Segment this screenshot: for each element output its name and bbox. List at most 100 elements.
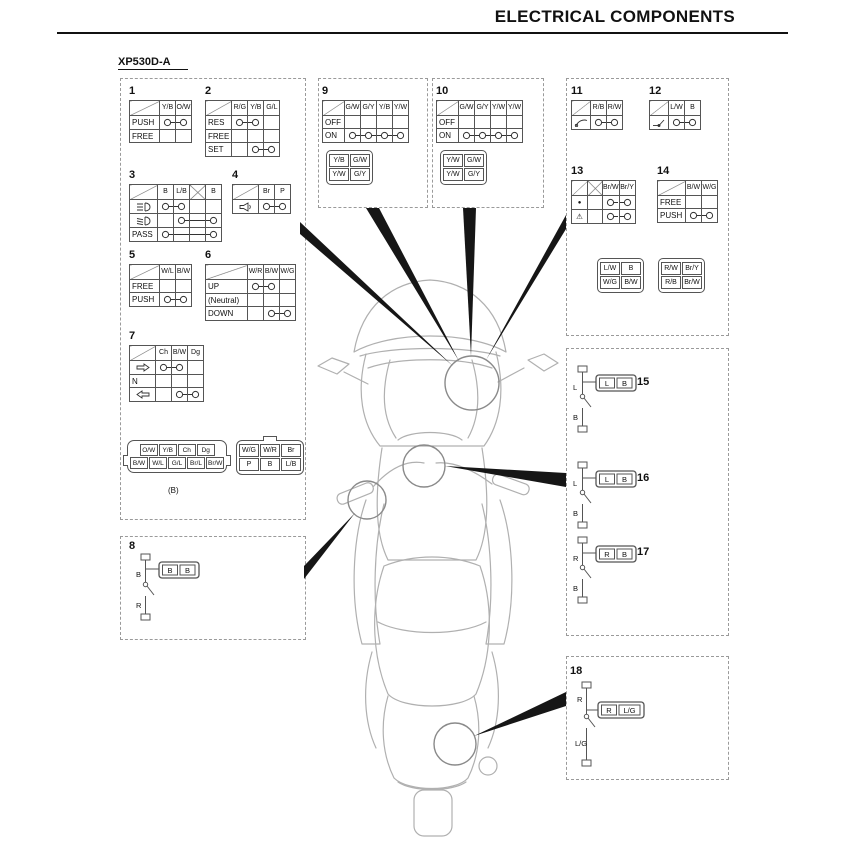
wire-color-header: Br/W <box>602 180 620 196</box>
callout-circle-left-grip <box>347 480 387 520</box>
wire-color-header: B/W <box>171 345 188 361</box>
row-label: PUSH <box>129 115 160 130</box>
continuity-cell <box>231 115 249 130</box>
page-title: ELECTRICAL COMPONENTS <box>494 7 735 26</box>
windscreen <box>353 279 507 353</box>
seat <box>374 556 490 707</box>
wire-color-header: P <box>274 184 291 200</box>
pin-cell: B <box>621 262 641 275</box>
continuity-cell <box>247 142 265 157</box>
wire-color-header: W/L <box>159 264 176 280</box>
continuity-cell <box>187 374 204 388</box>
svg-text:R: R <box>577 695 583 704</box>
front-fairing <box>360 351 502 447</box>
connector-tab <box>123 455 128 466</box>
wire-color-header: Dg <box>187 345 204 361</box>
wire-color-header: W/G <box>279 264 296 280</box>
pin-cell: Br/W <box>206 457 225 469</box>
row-label: OFF <box>322 115 345 129</box>
wire-color-header: B/W <box>685 180 702 196</box>
pin-cell: W/R <box>260 444 280 457</box>
continuity-cell <box>263 306 280 321</box>
diagonal-header-cell <box>571 100 591 116</box>
horn-icon <box>232 199 259 214</box>
pin-cell: B <box>260 458 280 471</box>
wire-color-header: G/L <box>263 100 281 116</box>
continuity-cell <box>279 306 296 321</box>
pin-cell: Br/Y <box>682 262 702 275</box>
pin-cell: Y/W <box>443 168 463 181</box>
continuity-cell <box>155 387 172 402</box>
group-box-18 <box>566 656 729 780</box>
row-label: FREE <box>204 129 233 143</box>
rear-reflector <box>478 756 498 776</box>
group-box-right-top <box>566 78 729 336</box>
continuity-cell <box>175 292 192 307</box>
group-box-10 <box>432 78 544 208</box>
continuity-cell <box>159 279 176 293</box>
wire-color-header: G/Y <box>360 100 377 116</box>
brake-lever-icon <box>571 115 591 130</box>
svg-text:L: L <box>573 383 577 392</box>
wire-color-header: Y/B <box>376 100 393 116</box>
continuity-cell <box>685 195 702 209</box>
wire-color-header: O/W <box>175 100 192 116</box>
pin-cell: B/W <box>130 457 148 469</box>
wire-color-header: G/W <box>458 100 475 116</box>
rear-wheel <box>413 789 453 837</box>
continuity-cell <box>159 115 176 130</box>
continuity-cell <box>205 213 222 228</box>
crossed-header-cell <box>587 180 603 196</box>
row-label: UP <box>205 279 248 294</box>
wire-color-header: B <box>684 100 701 116</box>
continuity-cell <box>171 360 188 375</box>
diagonal-header-cell <box>129 345 156 361</box>
item-number-14: 14 <box>657 165 670 177</box>
pin-cell: G/W <box>464 154 484 167</box>
wire-color-header: R/G <box>231 100 249 116</box>
row-label: SET <box>204 142 233 157</box>
item-number-13: 13 <box>571 165 584 177</box>
svg-text:B: B <box>622 475 627 484</box>
continuity-cell <box>159 292 176 307</box>
connector-tab <box>226 455 232 466</box>
continuity-cell <box>279 279 296 294</box>
crossed-header-cell <box>189 184 206 200</box>
continuity-cell <box>263 115 281 130</box>
svg-text:B: B <box>622 379 627 388</box>
pin-cell: W/G <box>239 444 259 457</box>
item-number-1: 1 <box>129 85 136 97</box>
wire-color-header: Ch <box>155 345 172 361</box>
continuity-cell <box>263 142 281 157</box>
svg-text:B: B <box>573 413 578 422</box>
item-number-10: 10 <box>436 85 449 97</box>
diagonal-header-cell <box>571 180 588 196</box>
row-label: PASS <box>129 227 158 242</box>
continuity-cell <box>155 360 172 375</box>
pin-cell: B/W <box>621 276 641 289</box>
wire-color-header: W/G <box>701 180 718 196</box>
continuity-cell <box>458 115 475 129</box>
continuity-cell <box>189 199 206 214</box>
pin-cell: P <box>239 458 259 471</box>
wire-color-header: B/W <box>175 264 192 280</box>
